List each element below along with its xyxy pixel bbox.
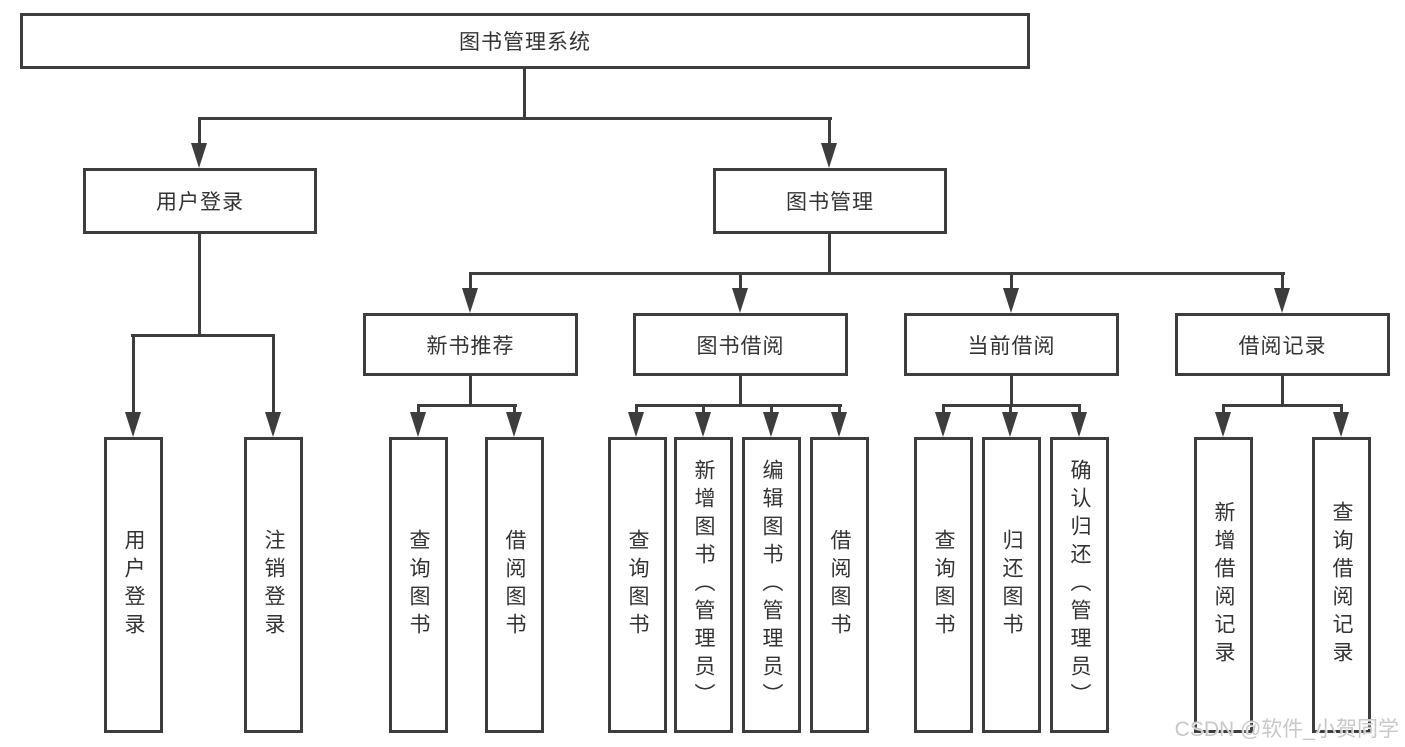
leaf-query-borrow-record: 查询借阅记录 [1312, 437, 1371, 733]
connector-line [469, 272, 1285, 275]
connector-line [1222, 404, 1343, 407]
connector-line [739, 376, 742, 407]
connector-line [198, 234, 201, 335]
node-label: 用户登录 [122, 529, 145, 641]
leaf-borrow-books-1: 借阅图书 [485, 437, 544, 733]
arrow-down-icon [410, 412, 426, 437]
leaf-logout: 注销登录 [244, 437, 303, 733]
connector-line [1009, 406, 1012, 414]
node-book-management: 图书管理 [713, 168, 947, 234]
connector-line [739, 274, 742, 290]
leaf-query-books-2: 查询图书 [608, 437, 667, 733]
connector-line [132, 336, 135, 413]
arrow-down-icon [191, 143, 207, 168]
arrow-down-icon [763, 412, 779, 437]
connector-line [417, 404, 517, 407]
arrow-down-icon [821, 143, 837, 168]
connector-line [838, 406, 841, 414]
node-label: 借阅图书 [503, 529, 526, 641]
connector-line [198, 117, 832, 120]
arrow-down-icon [1071, 412, 1087, 437]
connector-line [513, 406, 516, 414]
node-label: 查询图书 [932, 529, 955, 641]
node-label: 确认归还（管理员） [1068, 459, 1091, 711]
connector-line [272, 336, 275, 413]
arrow-down-icon [1333, 412, 1349, 437]
leaf-query-books-1: 查询图书 [389, 437, 448, 733]
node-label: 借阅图书 [828, 529, 851, 641]
connector-line [523, 68, 526, 119]
node-current-borrowing: 当前借阅 [904, 313, 1119, 376]
node-label: 图书管理系统 [459, 31, 591, 54]
connector-line [469, 376, 472, 407]
leaf-add-borrow-record: 新增借阅记录 [1194, 437, 1253, 733]
arrow-down-icon [831, 412, 847, 437]
connector-line [1281, 274, 1284, 290]
node-label: 新增图书（管理员） [692, 459, 715, 711]
node-label: 新书推荐 [426, 334, 515, 358]
arrow-down-icon [125, 412, 141, 437]
watermark: CSDN @软件_小贺同学 [1174, 718, 1399, 741]
arrow-down-icon [695, 412, 711, 437]
node-label: 注销登录 [262, 529, 285, 641]
connector-line [1010, 274, 1013, 290]
connector-line [1281, 376, 1284, 407]
connector-line [469, 274, 472, 290]
connector-line [942, 406, 945, 414]
node-label: 归还图书 [1000, 529, 1023, 641]
arrow-down-icon [1002, 412, 1018, 437]
node-label: 新增借阅记录 [1212, 501, 1235, 669]
arrow-down-icon [1003, 288, 1019, 313]
node-label: 图书管理 [786, 191, 874, 214]
node-new-book-recommendation: 新书推荐 [363, 313, 578, 376]
node-label: 编辑图书（管理员） [760, 459, 783, 711]
arrow-down-icon [462, 288, 478, 313]
connector-line [198, 119, 201, 145]
node-label: 用户登录 [156, 191, 244, 214]
node-label: 查询图书 [407, 529, 430, 641]
connector-line [828, 119, 831, 145]
connector-line [828, 234, 831, 275]
arrow-down-icon [265, 412, 281, 437]
leaf-confirm-return-admin: 确认归还（管理员） [1050, 437, 1109, 733]
connector-line [1078, 406, 1081, 414]
arrow-down-icon [1274, 288, 1290, 313]
leaf-query-books-3: 查询图书 [914, 437, 973, 733]
arrow-down-icon [506, 412, 522, 437]
node-user-login: 用户登录 [83, 168, 317, 234]
leaf-user-login: 用户登录 [104, 437, 163, 733]
node-label: 图书借阅 [696, 334, 785, 358]
leaf-return-books: 归还图书 [982, 437, 1041, 733]
node-library-management-system: 图书管理系统 [20, 13, 1030, 69]
node-label: 查询借阅记录 [1330, 501, 1353, 669]
arrow-down-icon [732, 288, 748, 313]
arrow-down-icon [1215, 412, 1231, 437]
connector-line [702, 406, 705, 414]
connector-line [770, 406, 773, 414]
arrow-down-icon [628, 412, 644, 437]
connector-line [417, 406, 420, 414]
connector-line [1010, 376, 1013, 407]
leaf-edit-books-admin: 编辑图书（管理员） [742, 437, 801, 733]
node-book-borrowing: 图书借阅 [633, 313, 848, 376]
connector-line [635, 404, 842, 407]
connector-line [635, 406, 638, 414]
leaf-borrow-books-2: 借阅图书 [810, 437, 869, 733]
node-borrowing-records: 借阅记录 [1175, 313, 1390, 376]
arrow-down-icon [935, 412, 951, 437]
connector-line [1222, 406, 1225, 414]
node-label: 当前借阅 [967, 334, 1056, 358]
node-label: 查询图书 [626, 529, 649, 641]
connector-line [131, 334, 275, 337]
node-label: 借阅记录 [1238, 334, 1327, 358]
connector-line [942, 404, 1081, 407]
leaf-add-books-admin: 新增图书（管理员） [674, 437, 733, 733]
connector-line [1340, 406, 1343, 414]
